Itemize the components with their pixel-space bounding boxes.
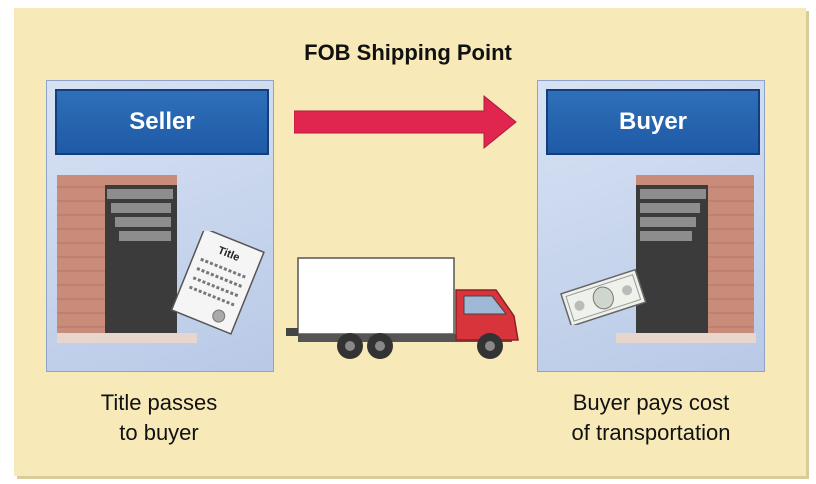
diagram-title: FOB Shipping Point [304, 40, 512, 65]
dollar-bill-icon [560, 269, 647, 325]
buyer-header: Buyer [546, 89, 760, 155]
buyer-caption-line1: Buyer pays cost [572, 390, 730, 415]
truck-icon [286, 257, 519, 359]
title-document-icon: Title [170, 231, 265, 335]
buyer-caption-line2: of transportation [571, 420, 731, 445]
seller-caption: Title passes to buyer [46, 388, 272, 448]
seller-caption-line2: to buyer [119, 420, 199, 445]
seller-building: Seller Title [46, 80, 274, 372]
buyer-building: Buyer [537, 80, 765, 372]
seller-header: Seller [55, 89, 269, 155]
right-arrow-icon [294, 94, 517, 150]
buyer-loading-dock [616, 175, 756, 343]
seller-loading-dock [57, 175, 197, 343]
buyer-caption: Buyer pays cost of transportation [520, 388, 782, 448]
seller-caption-line1: Title passes [100, 390, 218, 415]
